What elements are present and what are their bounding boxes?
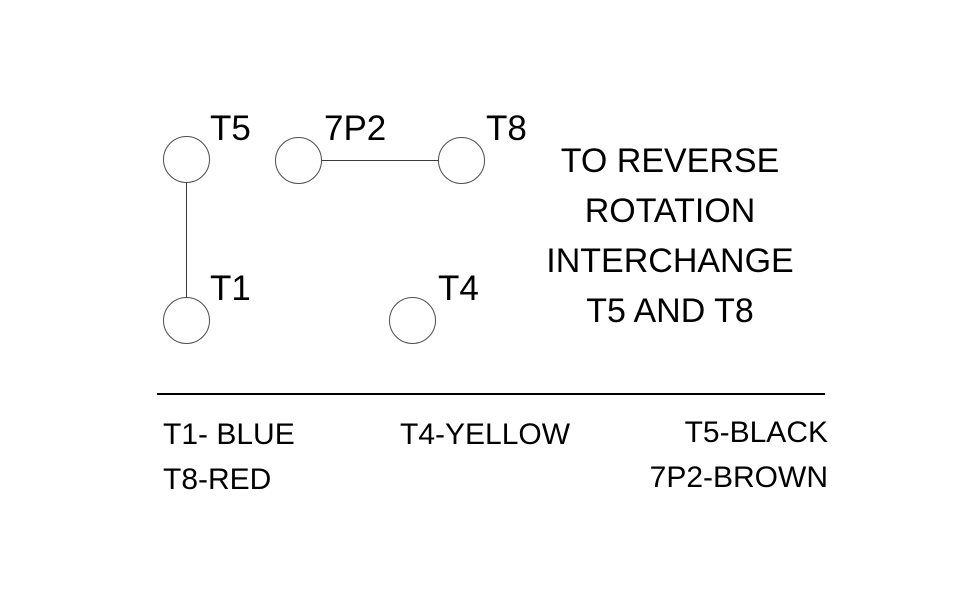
- terminal-circle-t4: [389, 297, 436, 344]
- terminal-label-t5: T5: [210, 109, 251, 148]
- legend-entry-t8: T8-RED: [163, 463, 272, 496]
- instruction-line-1: TO REVERSE: [560, 142, 780, 180]
- legend-column-right: T5-BLACK 7P2-BROWN: [650, 410, 828, 500]
- legend-entry-t1: T1- BLUE: [163, 418, 295, 451]
- legend-entry-7p2: 7P2-BROWN: [649, 461, 828, 494]
- terminal-circle-7p2: [275, 137, 322, 184]
- instruction-line-2: ROTATION: [584, 192, 756, 230]
- instruction-text: TO REVERSE ROTATION INTERCHANGE T5 AND T…: [518, 136, 822, 336]
- legend-entry-t5: T5-BLACK: [684, 416, 828, 449]
- legend-column-middle: T4-YELLOW: [400, 412, 570, 457]
- terminal-label-t4: T4: [438, 269, 479, 308]
- legend-entry-t4: T4-YELLOW: [400, 418, 571, 451]
- instruction-line-4: T5 AND T8: [586, 292, 754, 330]
- connector-line-t5-t1: [186, 183, 187, 297]
- legend-divider: [157, 393, 825, 395]
- terminal-circle-t8: [438, 137, 485, 184]
- terminal-label-t1: T1: [210, 269, 251, 308]
- terminal-label-t8: T8: [486, 109, 527, 148]
- legend-column-left: T1- BLUE T8-RED: [163, 412, 295, 502]
- terminal-circle-t5: [163, 136, 210, 183]
- terminal-label-7p2: 7P2: [324, 109, 387, 148]
- connector-line-7p2-t8: [322, 160, 438, 161]
- terminal-circle-t1: [163, 297, 210, 344]
- instruction-line-3: INTERCHANGE: [546, 242, 794, 280]
